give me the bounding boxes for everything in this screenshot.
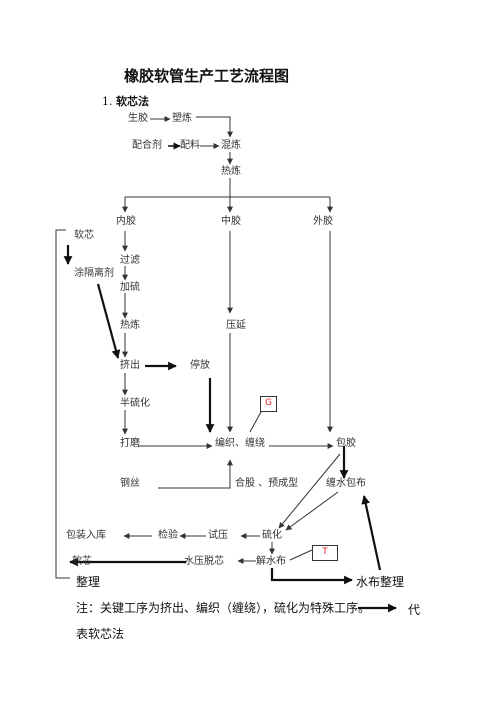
node-grinding: 打磨 xyxy=(120,438,140,449)
node-wrap-water-cloth: 缠水包布 xyxy=(326,478,366,489)
marker-t-leader xyxy=(289,549,313,561)
arrow-plasticating-to-mixing xyxy=(196,116,233,138)
node-inspection: 检验 xyxy=(158,530,178,541)
node-warming: 热炼 xyxy=(221,166,241,177)
node-braiding-winding: 编织、缠绕 xyxy=(215,438,265,449)
arrow-wrap-to-vulcanization xyxy=(285,491,339,531)
arrow-unwrap-to-cloth-arrange xyxy=(270,568,353,585)
node-inner-rubber: 内胶 xyxy=(116,216,136,227)
node-packing: 包装入库 xyxy=(66,530,106,541)
arrow-cloth-arrange-to-wrap xyxy=(361,495,382,571)
node-extrusion: 挤出 xyxy=(120,360,140,371)
node-plasticating: 塑炼 xyxy=(172,113,192,124)
node-soft-core-return: 软芯 xyxy=(72,556,92,567)
node-hydraulic-core-removal: 水压脱芯 xyxy=(184,556,224,567)
node-soft-core: 软芯 xyxy=(74,230,94,241)
marker-g-leader xyxy=(249,409,263,433)
node-calendering: 压延 xyxy=(226,320,246,331)
node-warm-milling: 热炼 xyxy=(120,320,140,331)
node-parking: 停放 xyxy=(190,360,210,371)
page-title: 橡胶软管生产工艺流程图 xyxy=(124,67,290,85)
section-name: 软芯法 xyxy=(116,95,149,108)
node-vulcanizing-agent: 加硫 xyxy=(120,282,140,293)
arrow-release-to-extrusion xyxy=(96,283,121,359)
soft-core-loop xyxy=(55,229,70,579)
node-raw-rubber: 生胶 xyxy=(128,113,148,124)
node-mixing: 混炼 xyxy=(221,140,241,151)
node-water-cloth-arrange: 水布整理 xyxy=(356,575,405,589)
note-line-1-tail: 代 xyxy=(408,603,421,617)
note-line-2: 表软芯法 xyxy=(76,627,125,641)
node-steel-wire: 钢丝 xyxy=(120,478,140,489)
node-middle-rubber: 中胶 xyxy=(221,216,241,227)
node-vulcanization: 硫化 xyxy=(262,530,282,541)
marker-t: T xyxy=(312,545,338,561)
node-unwrap-water-cloth: 解水布 xyxy=(256,556,286,567)
section-number: 1. xyxy=(102,95,113,108)
node-release-agent: 涂隔离剂 xyxy=(74,268,114,279)
node-assembly-preforming: 合股 、预成型 xyxy=(235,478,299,489)
arrow-covering-to-vulcanization xyxy=(278,453,341,529)
node-compounding-agent: 配合剂 xyxy=(132,140,162,151)
section-heading: 1. 软芯法 xyxy=(102,93,149,109)
node-covering: 包胶 xyxy=(336,438,356,449)
marker-g: G xyxy=(260,396,277,412)
node-semi-vulcanization: 半硫化 xyxy=(120,398,150,409)
node-filtering: 过滤 xyxy=(120,255,140,266)
note-line-1: 注：关键工序为挤出、编织（缠绕），硫化为特殊工序。 xyxy=(76,601,371,615)
node-outer-rubber: 外胶 xyxy=(313,216,333,227)
node-pressure-test: 试压 xyxy=(208,530,228,541)
node-batching: 配料 xyxy=(180,140,200,151)
node-arrange: 整理 xyxy=(76,575,101,589)
arrow-steel-to-braiding xyxy=(158,459,233,489)
